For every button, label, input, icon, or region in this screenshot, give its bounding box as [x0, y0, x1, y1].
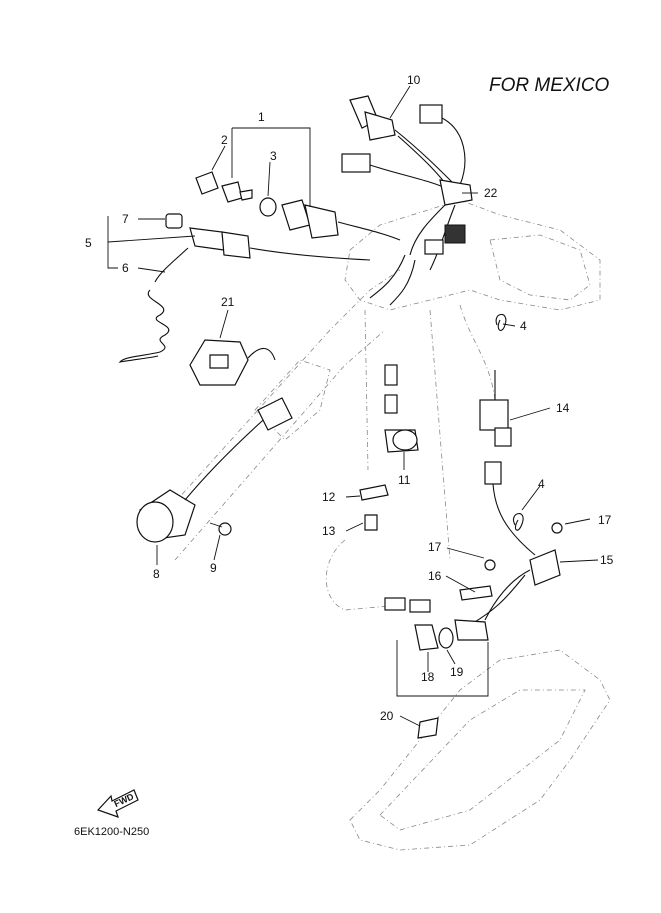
- callout-19: 19: [450, 665, 464, 679]
- callout-4a: 4: [520, 319, 527, 333]
- callout-3: 3: [270, 149, 277, 163]
- callout-17a: 17: [598, 513, 612, 527]
- callout-2: 2: [221, 133, 228, 147]
- phantom-outlines: [149, 199, 611, 851]
- callout-5: 5: [85, 236, 92, 250]
- callout-7: 7: [122, 212, 129, 226]
- main-switch: [195, 171, 401, 241]
- diagram-title: FOR MEXICO: [489, 75, 610, 96]
- screw-icon: [209, 522, 232, 536]
- callout-14: 14: [556, 401, 570, 415]
- callout-13: 13: [322, 524, 336, 538]
- connector-plug-icon: [424, 239, 444, 255]
- callout-4b: 4: [538, 477, 545, 491]
- callout-18: 18: [421, 670, 435, 684]
- steering-handle-grip: [136, 397, 293, 543]
- harness-connector: [479, 370, 536, 556]
- connector-plug-icon: [419, 104, 443, 124]
- callout-20: 20: [380, 709, 394, 723]
- callout-12: 12: [322, 490, 336, 504]
- callout-8: 8: [153, 567, 160, 581]
- callout-9: 9: [210, 561, 217, 575]
- connector-plug-icon: [341, 153, 371, 173]
- callout-11: 11: [398, 473, 411, 487]
- buzzer-unit: [384, 364, 419, 453]
- switch-panel: [189, 339, 276, 386]
- callout-10: 10: [407, 73, 421, 87]
- engine-stop-switch: [118, 213, 371, 363]
- lower-fittings: [384, 522, 563, 739]
- callout-17b: 17: [428, 540, 442, 554]
- callout-15: 15: [600, 553, 614, 567]
- wire-clamp-icon: [495, 313, 524, 531]
- callout-16: 16: [428, 569, 442, 583]
- bracket-and-bolt: [359, 484, 389, 531]
- diagram-code: 6EK1200-N250: [74, 826, 149, 838]
- callout-6: 6: [122, 261, 129, 275]
- cable-block: [469, 549, 561, 626]
- fwd-arrow-icon: FWD: [96, 789, 139, 818]
- callout-1: 1: [258, 110, 265, 124]
- callout-21: 21: [221, 295, 235, 309]
- leader-lines: [107, 85, 599, 727]
- callout-22: 22: [484, 186, 498, 200]
- main-harness: [341, 95, 473, 306]
